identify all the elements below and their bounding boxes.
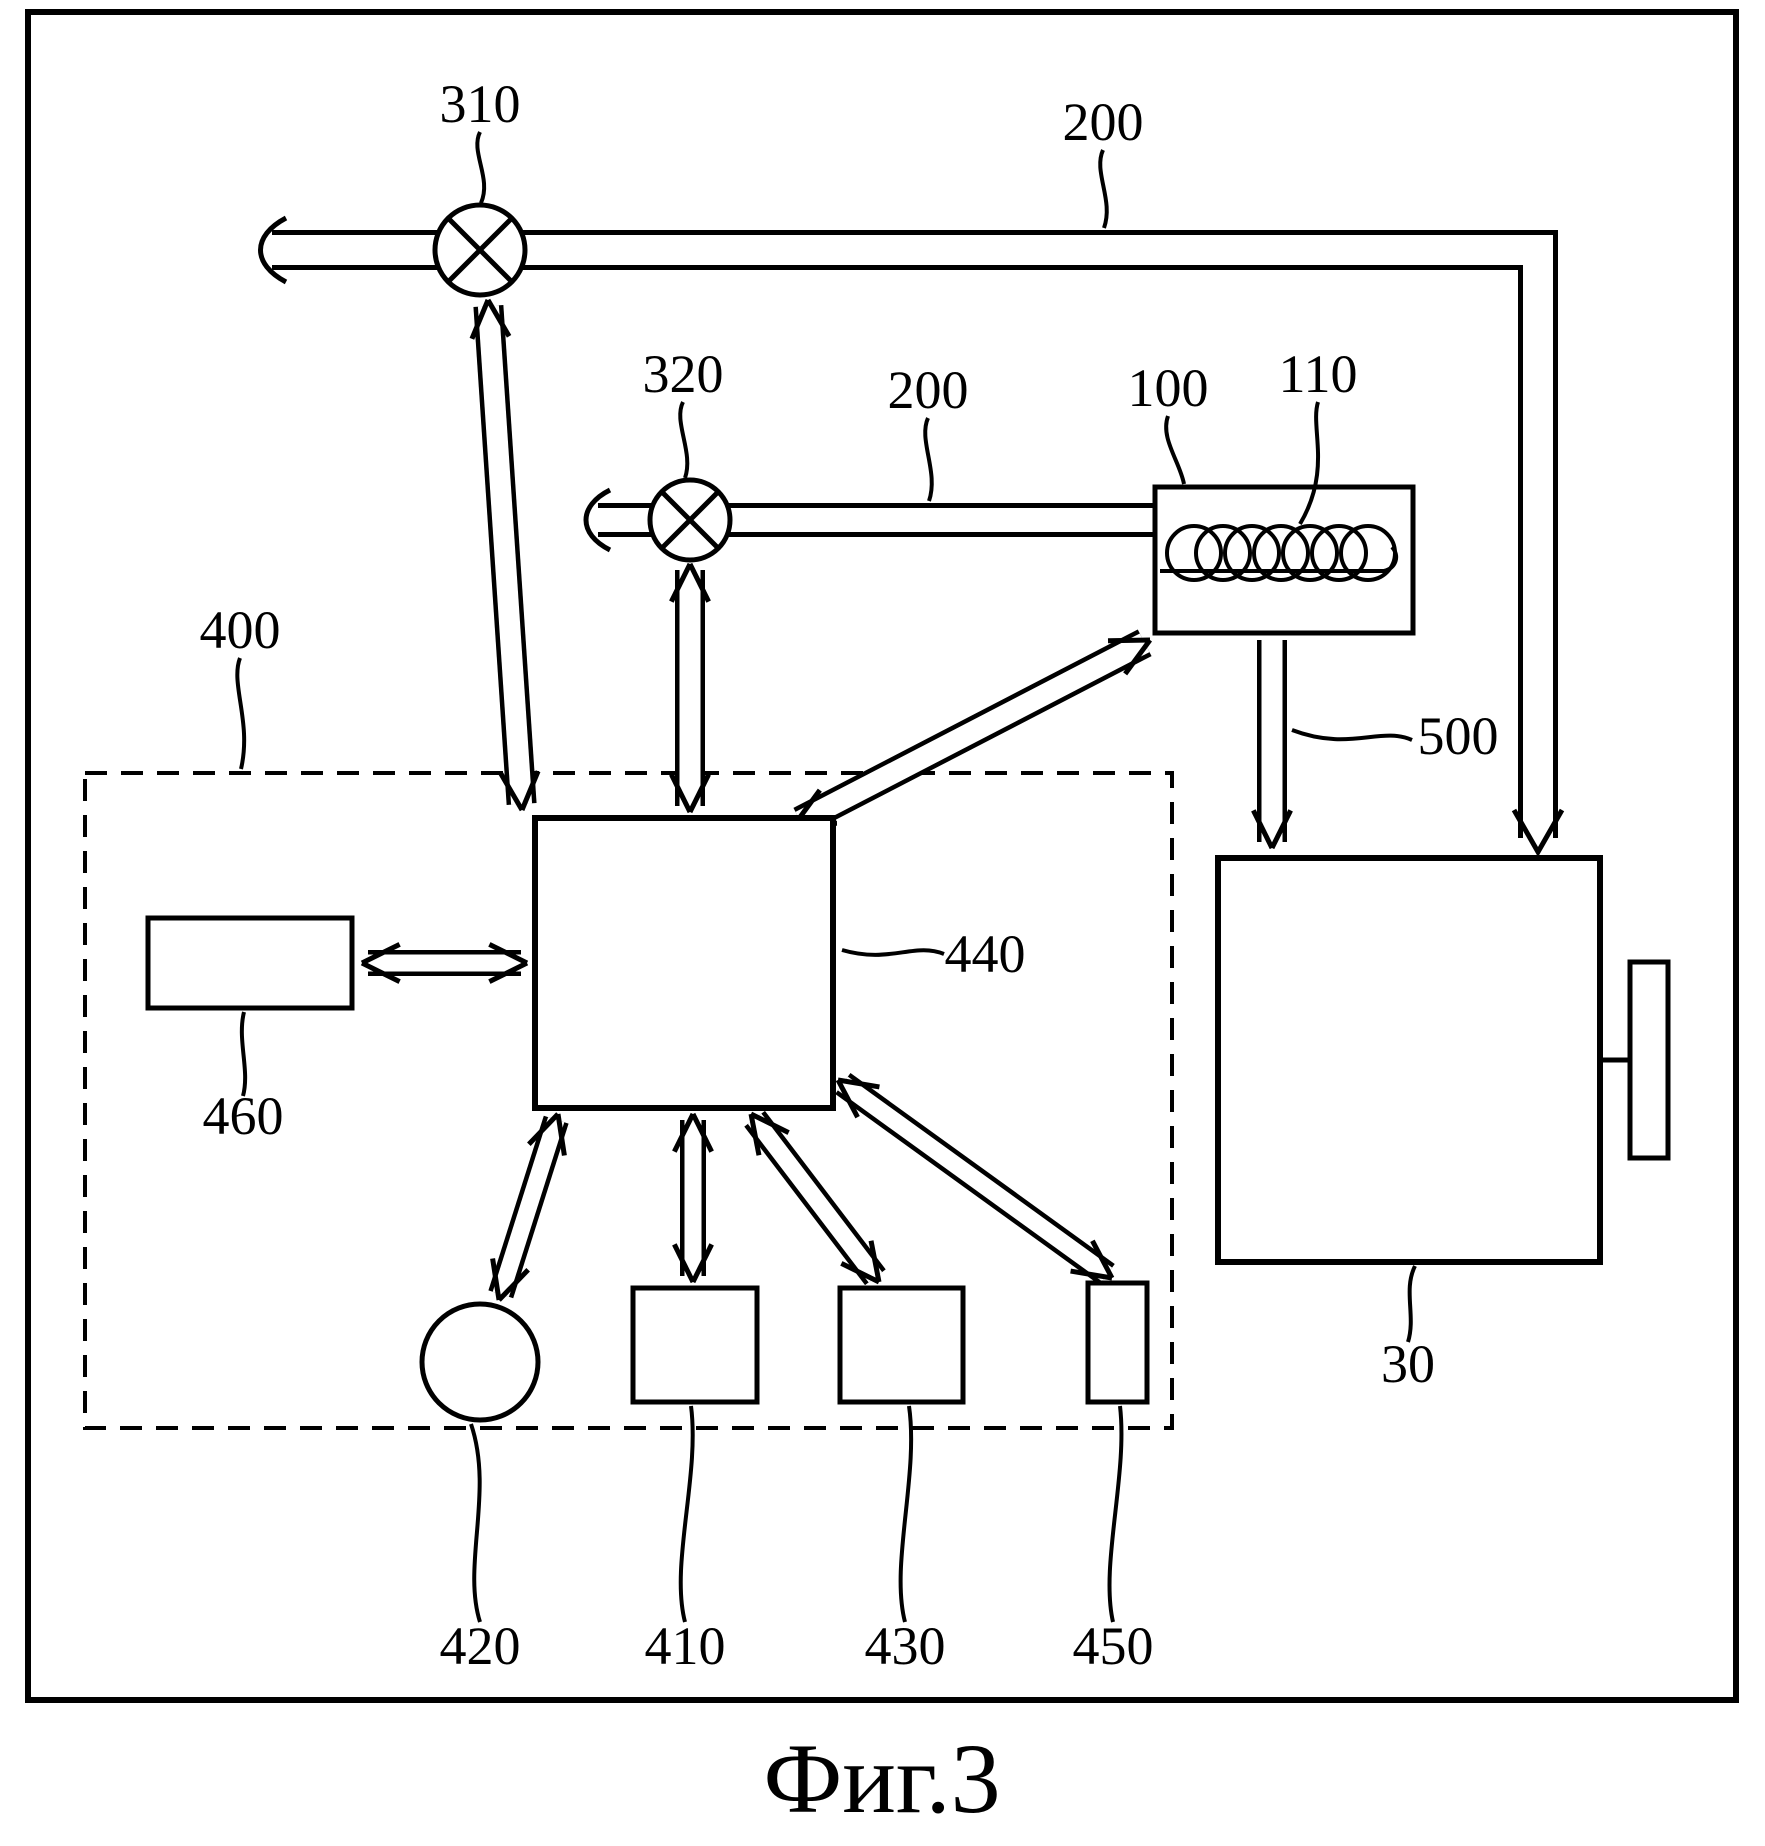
engine-side-block: [1627, 959, 1671, 1161]
label-440: 440: [945, 924, 1026, 984]
pipe-break-mark-top: [258, 215, 288, 285]
leader-100: [1164, 415, 1186, 485]
label-100: 100: [1128, 358, 1209, 418]
leader-400: [235, 657, 247, 770]
leader-450: [1107, 1405, 1124, 1623]
pipe-arrowhead-into-30: [1511, 808, 1565, 858]
label-430: 430: [865, 1616, 946, 1676]
label-410: 410: [645, 1616, 726, 1676]
heater-box-100: [1152, 484, 1416, 636]
label-450: 450: [1073, 1616, 1154, 1676]
leader-lines: [235, 131, 1417, 1623]
leader-500: [1291, 728, 1413, 742]
box-450: [1085, 1280, 1150, 1405]
pipe-200-top: [258, 215, 1565, 858]
leader-200-mid: [923, 417, 934, 502]
leader-110: [1298, 401, 1320, 526]
circle-420: [419, 1301, 541, 1423]
valve-310: [432, 202, 528, 298]
label-310: 310: [440, 74, 521, 134]
controller-box-440: [532, 815, 836, 1111]
valve-320: [647, 477, 733, 563]
label-30: 30: [1381, 1334, 1435, 1394]
box-460: [145, 915, 355, 1011]
label-320: 320: [643, 344, 724, 404]
leader-460: [239, 1011, 248, 1097]
leader-320: [678, 401, 690, 479]
leader-440: [841, 948, 945, 957]
label-460: 460: [203, 1086, 284, 1146]
leader-430: [898, 1405, 914, 1623]
label-420: 420: [440, 1616, 521, 1676]
label-500: 500: [1418, 706, 1499, 766]
leader-30: [1406, 1265, 1417, 1343]
pipe-break-mark-mid: [583, 487, 612, 553]
label-110: 110: [1279, 344, 1358, 404]
leader-410: [678, 1405, 695, 1623]
engine-box-30: [1215, 855, 1671, 1265]
signal-arrows: [360, 298, 1293, 1302]
label-200-mid: 200: [888, 360, 969, 420]
coil-110: [1160, 524, 1399, 582]
leader-200-top: [1098, 149, 1109, 229]
label-400: 400: [200, 600, 281, 660]
leader-420: [469, 1423, 482, 1623]
dashed-unit-400: [83, 771, 1174, 1430]
box-430: [837, 1285, 966, 1405]
figure-frame: [25, 9, 1739, 1703]
leader-310: [475, 131, 487, 204]
reference-labels: 310 200 320 200 100 110 400 500 440 460 …: [200, 74, 1499, 1676]
figure-caption: Фиг.3: [763, 1723, 1000, 1834]
label-200-top: 200: [1063, 92, 1144, 152]
box-410: [630, 1285, 760, 1405]
